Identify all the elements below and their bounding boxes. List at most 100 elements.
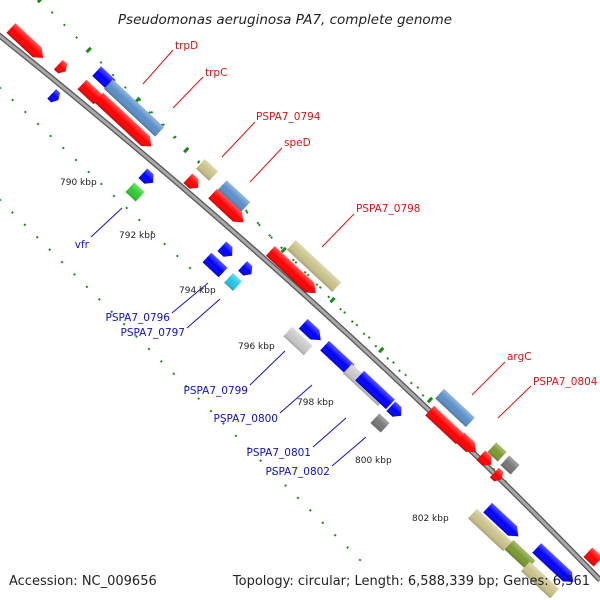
gene-label-argC[interactable]: argC bbox=[507, 351, 532, 363]
tick-mark bbox=[73, 273, 76, 276]
gene-feature-reverse[interactable] bbox=[532, 543, 577, 587]
gene-feature-gray[interactable] bbox=[500, 455, 520, 475]
gene-feature-forward[interactable] bbox=[425, 405, 465, 445]
gene-feature-reverse[interactable] bbox=[298, 319, 325, 345]
tick-mark bbox=[209, 409, 213, 413]
gene-feature-reverse[interactable] bbox=[238, 261, 256, 279]
tick-mark bbox=[409, 381, 413, 385]
tick-mark bbox=[35, 235, 39, 239]
gene-label-trpD[interactable]: trpD bbox=[175, 40, 198, 52]
tick-mark bbox=[296, 496, 300, 500]
gene-feature-steel[interactable] bbox=[103, 79, 165, 137]
scale-label: 798 kbp bbox=[297, 398, 334, 408]
tick-mark bbox=[416, 386, 420, 389]
tick-mark bbox=[367, 336, 371, 339]
tick-mark bbox=[271, 471, 275, 475]
gene-label-pspa7-0796[interactable]: PSPA7_0796 bbox=[106, 312, 171, 324]
accession-text: Accession: NC_009656 bbox=[9, 574, 157, 589]
gene-feature-forward[interactable] bbox=[6, 23, 47, 63]
gene-label-pspa7-0802[interactable]: PSPA7_0802 bbox=[266, 466, 331, 478]
gene-feature-reverse[interactable] bbox=[217, 241, 236, 260]
tick-mark bbox=[303, 270, 307, 274]
tick-mark bbox=[150, 230, 154, 234]
tick-mark bbox=[125, 206, 129, 210]
gene-feature-reverse[interactable] bbox=[386, 401, 405, 420]
tick-mark bbox=[60, 260, 64, 264]
tick-mark bbox=[362, 332, 366, 336]
gene-feature-steel[interactable] bbox=[217, 180, 251, 212]
gene-feature-olive[interactable] bbox=[504, 540, 536, 570]
scale-label: 800 kbp bbox=[355, 456, 392, 466]
tick-mark bbox=[280, 246, 287, 254]
tick-mark bbox=[355, 323, 359, 327]
gene-feature-forward[interactable] bbox=[94, 92, 156, 152]
gene-feature-steel[interactable] bbox=[435, 388, 475, 428]
tick-mark bbox=[138, 98, 142, 102]
gene-label-pspa7-0801[interactable]: PSPA7_0801 bbox=[247, 447, 312, 459]
gene-feature-forward[interactable] bbox=[489, 467, 506, 484]
gene-feature-forward[interactable] bbox=[208, 188, 248, 227]
tick-mark bbox=[426, 396, 434, 404]
tick-mark bbox=[23, 110, 27, 114]
tick-mark bbox=[257, 223, 261, 227]
tick-mark bbox=[85, 46, 92, 54]
tick-mark bbox=[75, 36, 78, 39]
tick-mark bbox=[291, 258, 295, 262]
gene-label-pspa7-0799[interactable]: PSPA7_0799 bbox=[184, 385, 249, 397]
gene-label-vfr[interactable]: vfr bbox=[75, 239, 90, 251]
tick-mark bbox=[343, 311, 347, 314]
gene-label-pspa7-0804[interactable]: PSPA7_0804 bbox=[533, 376, 598, 388]
tick-mark bbox=[321, 521, 325, 525]
tick-mark bbox=[421, 393, 425, 397]
gene-label-pspa7-0797[interactable]: PSPA7_0797 bbox=[121, 327, 186, 339]
tick-mark bbox=[135, 335, 138, 338]
gene-feature-forward[interactable] bbox=[455, 432, 481, 458]
gene-feature-forward[interactable] bbox=[77, 79, 103, 105]
gene-feature-gray[interactable] bbox=[370, 413, 390, 433]
tick-mark bbox=[234, 434, 238, 438]
gene-feature-silver[interactable] bbox=[283, 326, 313, 356]
gene-feature-khaki[interactable] bbox=[286, 240, 342, 292]
gene-feature-reverse[interactable] bbox=[320, 340, 360, 379]
gene-label-pspa7-0800[interactable]: PSPA7_0800 bbox=[214, 413, 279, 425]
tick-mark bbox=[23, 223, 27, 227]
tick-mark bbox=[0, 86, 2, 90]
gene-feature-khaki[interactable] bbox=[468, 508, 512, 552]
gene-feature-forward[interactable] bbox=[476, 450, 495, 469]
tick-mark bbox=[49, 134, 53, 138]
leader-lines bbox=[90, 49, 532, 467]
tick-mark bbox=[184, 384, 188, 388]
gene-feature-reverse[interactable] bbox=[47, 89, 62, 105]
tick-mark bbox=[61, 146, 65, 150]
tick-mark bbox=[246, 446, 250, 450]
tick-mark bbox=[284, 484, 287, 487]
gene-label-speD[interactable]: speD bbox=[284, 137, 311, 149]
gene-feature-green[interactable] bbox=[125, 182, 145, 202]
gene-feature-reverse[interactable] bbox=[202, 252, 228, 278]
gene-feature-forward[interactable] bbox=[53, 59, 70, 76]
gene-feature-khaki[interactable] bbox=[195, 159, 219, 181]
gene-feature-forward[interactable] bbox=[265, 246, 320, 298]
tick-mark bbox=[36, 122, 40, 126]
tick-mark bbox=[404, 373, 408, 377]
gene-feature-forward[interactable] bbox=[183, 173, 202, 192]
gene-feature-reverse[interactable] bbox=[483, 502, 523, 541]
gene-label-pspa7-0794[interactable]: PSPA7_0794 bbox=[256, 111, 321, 123]
gene-feature-cyan[interactable] bbox=[224, 273, 242, 291]
tick-mark bbox=[392, 361, 395, 364]
gene-label-trpC[interactable]: trpC bbox=[205, 67, 227, 79]
gene-feature-khaki[interactable] bbox=[520, 561, 560, 599]
tick-mark bbox=[36, 0, 44, 4]
tick-mark bbox=[183, 146, 190, 154]
tick-mark bbox=[99, 182, 103, 186]
tick-mark bbox=[11, 98, 15, 102]
tick-mark bbox=[163, 242, 167, 246]
scale-label: 796 kbp bbox=[238, 342, 275, 352]
gene-feature-reverse[interactable] bbox=[355, 370, 395, 410]
tick-mark bbox=[188, 266, 192, 270]
gene-feature-forward[interactable] bbox=[583, 547, 600, 567]
gene-feature-olive[interactable] bbox=[487, 442, 507, 462]
gene-label-pspa7-0798[interactable]: PSPA7_0798 bbox=[356, 203, 421, 215]
gene-feature-reverse[interactable] bbox=[138, 168, 157, 187]
